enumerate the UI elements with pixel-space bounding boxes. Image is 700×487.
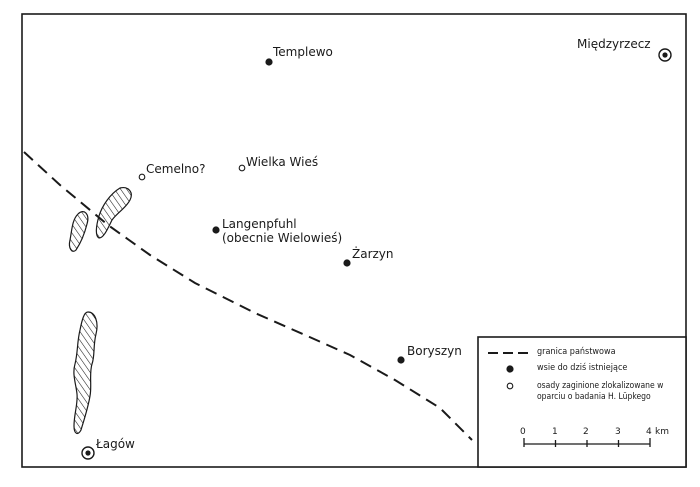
label-lagow: Łagów [96, 437, 135, 451]
scale-tick-4: 4 [646, 427, 652, 437]
label-templewo: Templewo [273, 45, 333, 59]
lagow-marker [81, 446, 95, 460]
label-cemelno: Cemelno? [146, 162, 206, 176]
scale-bar [523, 438, 651, 447]
label-wielka-wies: Wielka Wieś [246, 155, 319, 169]
scale-tick-1: 1 [552, 427, 558, 437]
legend-lost-label: osady zaginione zlokalizowane w oparciu … [537, 381, 664, 402]
label-miedzyrzecz: Międzyrzecz [577, 37, 651, 51]
legend-box [477, 336, 687, 468]
lake-west-1 [68, 211, 89, 252]
cemelno-marker [138, 173, 146, 181]
label-langenpfuhl: Langenpfuhl [222, 217, 297, 231]
label-boryszyn: Boryszyn [407, 344, 462, 358]
label-langenpfuhl-note: (obecnie Wielowieś) [222, 231, 343, 245]
legend-border-label: granica państwowa [537, 347, 616, 357]
scale-unit: km [655, 427, 669, 437]
legend-existing-label: wsie do dziś istniejące [537, 363, 628, 373]
map-frame [21, 13, 687, 468]
scale-tick-0: 0 [520, 427, 526, 437]
lake-lagow [73, 311, 98, 435]
miedzyrzecz-marker [658, 48, 672, 62]
templewo-marker [265, 58, 273, 66]
scale-tick-3: 3 [615, 427, 621, 437]
legend-lost-symbol [506, 382, 514, 390]
state-border-line [23, 151, 473, 441]
wielka-wies-marker [238, 164, 246, 172]
scale-tick-2: 2 [583, 427, 589, 437]
lake-west-2 [95, 187, 132, 239]
boryszyn-marker [397, 356, 405, 364]
langenpfuhl-marker [212, 226, 220, 234]
label-zarzyn: Żarzyn [352, 247, 394, 261]
zarzyn-marker [343, 259, 351, 267]
legend-existing-symbol [506, 365, 514, 373]
